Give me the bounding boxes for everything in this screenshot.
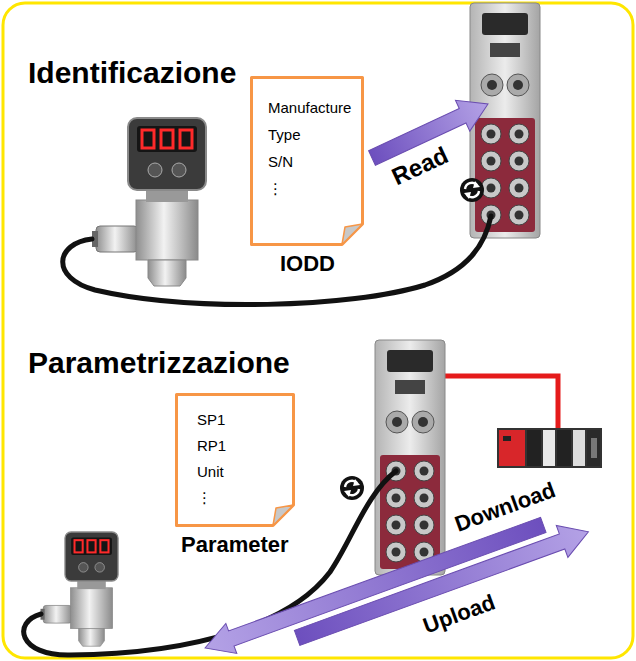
plc-rack xyxy=(497,428,602,468)
parameter-line: SP1 xyxy=(197,407,225,433)
plc-module xyxy=(587,430,600,466)
page-fold xyxy=(342,224,363,245)
plc-led xyxy=(503,436,511,441)
document-caption: IODD xyxy=(280,251,335,276)
page-fold xyxy=(273,505,294,526)
section-title: Parametrizzazione xyxy=(28,346,290,381)
plc-module xyxy=(527,430,541,466)
io-link-master xyxy=(375,340,445,575)
plc-module xyxy=(573,430,585,466)
parameter-line: Type xyxy=(268,121,301,148)
sync-icon xyxy=(460,178,484,202)
io-link-master xyxy=(470,3,540,238)
plc-connector xyxy=(591,438,597,458)
plc-module xyxy=(557,430,571,466)
parameter-line: S/N xyxy=(268,148,293,175)
page-border xyxy=(252,78,363,245)
document-page: ManufactureTypeS/N⋮IODD xyxy=(250,76,364,246)
plc-module xyxy=(543,430,555,466)
page-outline xyxy=(175,393,295,527)
parameter-line: ⋮ xyxy=(268,175,283,202)
sync-icon xyxy=(340,476,364,500)
parameter-line: Unit xyxy=(197,459,224,485)
document-caption: Parameter xyxy=(181,532,289,557)
section-title: Identificazione xyxy=(28,56,236,91)
plc xyxy=(497,428,602,468)
parameter-line: Manufacture xyxy=(268,94,351,121)
panel-frame xyxy=(3,3,633,658)
document-page: SP1RP1Unit⋮Parameter xyxy=(175,393,295,527)
parameter-line: RP1 xyxy=(197,433,226,459)
pressure-sensor xyxy=(41,532,119,646)
page-body: SP1RP1Unit⋮ xyxy=(175,393,295,527)
pressure-sensor xyxy=(92,118,206,286)
upload-arrow xyxy=(291,516,594,654)
plc-cpu xyxy=(499,430,525,466)
page-border xyxy=(177,395,294,526)
parameter-line: ⋮ xyxy=(197,485,212,511)
page-body: ManufactureTypeS/N⋮ xyxy=(250,76,364,232)
fieldbus-line xyxy=(445,376,558,428)
